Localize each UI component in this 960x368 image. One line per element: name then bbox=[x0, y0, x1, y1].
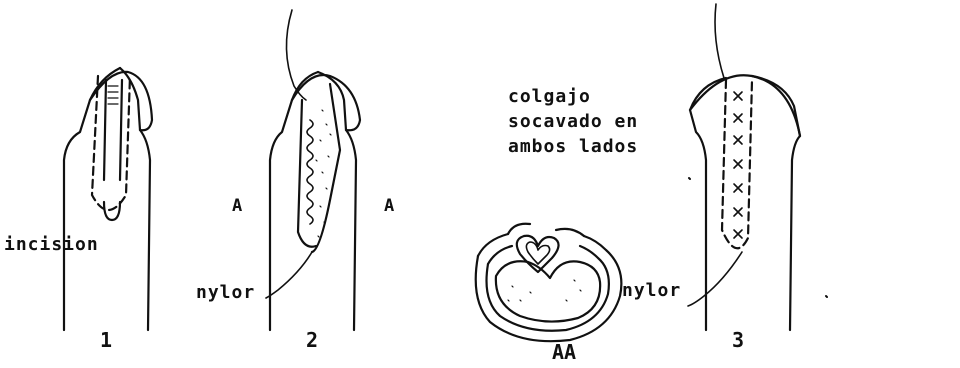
cross-section-drawing bbox=[476, 224, 622, 341]
section-marker-left: A bbox=[232, 198, 242, 215]
figure-number-1: 1 bbox=[100, 330, 112, 350]
cross-section-outer-left-top bbox=[478, 234, 508, 256]
figure-2-shaft-right bbox=[318, 72, 356, 330]
figure-3-dot bbox=[689, 178, 827, 297]
figure-3-nylon-thread bbox=[688, 252, 742, 306]
figure-2-stipple bbox=[316, 110, 331, 237]
figure-2-incision-right bbox=[312, 84, 340, 252]
figure-3-interrupted-sutures bbox=[734, 92, 742, 238]
cross-section-flap-left bbox=[508, 224, 530, 234]
figure-2-running-suture bbox=[307, 120, 313, 224]
figure-2-nylon-thread bbox=[266, 252, 312, 298]
cross-section-stipple bbox=[508, 280, 581, 301]
figure-1-shaft-left bbox=[64, 68, 120, 330]
figure-number-3: 3 bbox=[732, 330, 744, 350]
cross-section-flap-right bbox=[556, 229, 584, 236]
figure-1-inner-line bbox=[104, 80, 122, 180]
figure-1-meatus bbox=[104, 202, 120, 220]
nylon-label-fig3: nylor bbox=[622, 282, 681, 300]
figure-1-incision-outline bbox=[92, 76, 130, 210]
incision-label: incision bbox=[4, 236, 99, 254]
cross-section-corpora bbox=[496, 261, 600, 321]
flap-label-line3: ambos lados bbox=[508, 138, 638, 156]
figure-1-hatch bbox=[108, 86, 118, 104]
figure-1-drawing bbox=[64, 68, 152, 330]
section-marker-right: A bbox=[384, 198, 394, 215]
cross-section-inner-left-top bbox=[488, 246, 512, 264]
figure-3-suture-top bbox=[715, 4, 724, 78]
figure-number-aa: AA bbox=[552, 342, 576, 362]
flap-label-line2: socavado en bbox=[508, 113, 638, 131]
flap-label-line1: colgajo bbox=[508, 88, 591, 106]
cross-section-inner bbox=[487, 246, 609, 331]
figure-2-drawing bbox=[266, 10, 360, 330]
figure-3-glans bbox=[690, 75, 800, 136]
figure-3-drawing bbox=[688, 4, 827, 330]
figure-number-2: 2 bbox=[306, 330, 318, 350]
nylon-label-fig2: nylor bbox=[196, 284, 255, 302]
